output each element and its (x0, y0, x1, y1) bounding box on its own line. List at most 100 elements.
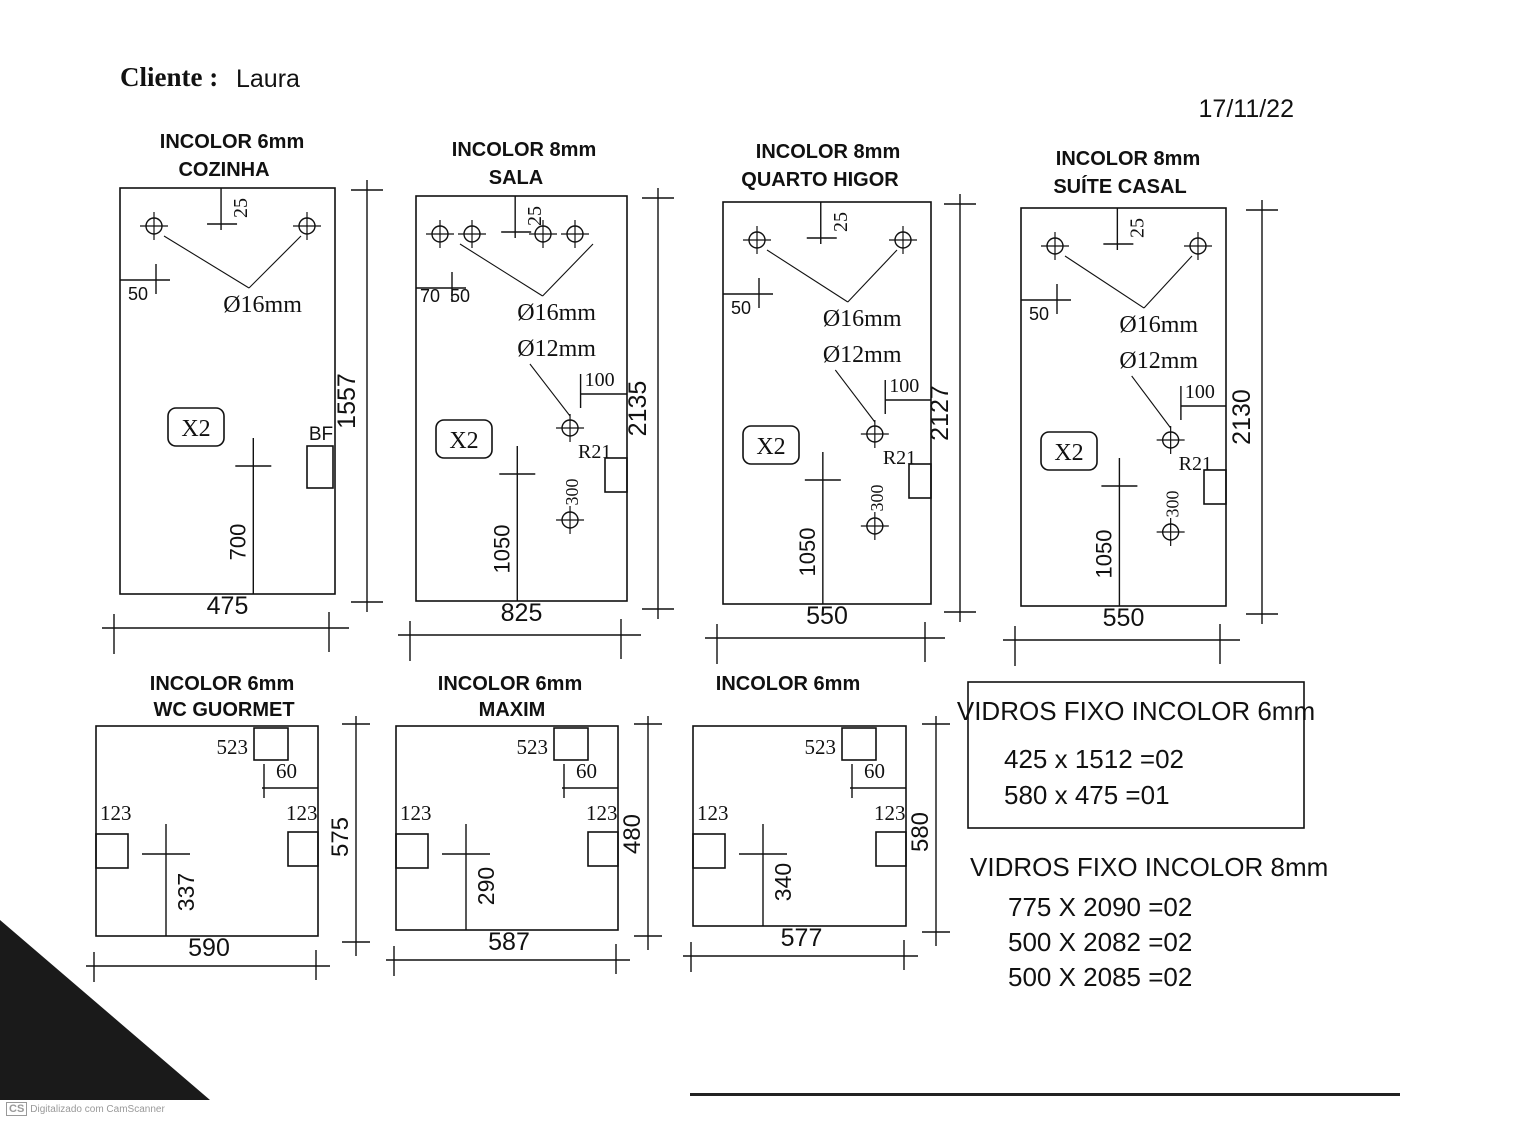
door-2-handle-offset: 100 (585, 369, 615, 391)
fixed-6mm-box (967, 681, 1305, 829)
door-1-width: 475 (207, 592, 249, 620)
door-3-side-offset: 50 (731, 298, 751, 318)
fixed-panel-2-glass-label: INCOLOR 6mm (438, 673, 582, 695)
door-1-leader-left (163, 235, 250, 289)
door-2-hole-dia-1: Ø16mm (517, 300, 596, 326)
door-2-corner-radius: R21 (578, 441, 611, 463)
door-4-multiplier-box (1040, 431, 1098, 471)
client-label: Cliente : (120, 62, 218, 92)
fixed-panel-1-left-cutout (95, 833, 129, 869)
door-2-width: 825 (501, 599, 543, 627)
door-4-width: 550 (1103, 604, 1145, 632)
door-2-hole-1 (426, 220, 454, 248)
date-label: 17/11/22 (1199, 95, 1294, 123)
door-1-lock-cutout (306, 445, 334, 489)
door-3-corner-radius: R21 (883, 447, 916, 469)
fixed-panel-1-glass-label: INCOLOR 6mm (150, 673, 294, 695)
fixed-panel-1-right-cutout (287, 831, 319, 867)
door-4-lock-cutout (1203, 469, 1227, 505)
door-2-leader-right (542, 243, 594, 297)
door-2-handle-hole-1 (556, 414, 585, 442)
fixed-panel-2-left-cut: 123 (400, 801, 432, 825)
fixed-panel-3-left-cutout (692, 833, 726, 869)
door-4-leader-left (1064, 255, 1145, 309)
door-4-side-offset: 50 (1029, 304, 1049, 324)
door-2-multiplier: X2 (449, 428, 478, 454)
door-1-hole-2 (293, 212, 321, 240)
door-4-lock-height: 1050 (1091, 530, 1116, 579)
door-1-height: 1557 (333, 373, 361, 429)
fixed-panel-2-top-cut-depth: 60 (576, 759, 597, 783)
door-1-room-label: COZINHA (178, 159, 269, 181)
door-3-leader-right (847, 249, 898, 303)
door-3-hole-2 (889, 226, 917, 254)
door-4-handle-offset: 100 (1185, 381, 1215, 403)
door-2-lock-cutout (604, 457, 628, 493)
door-2-side-offset: 50 (450, 286, 470, 306)
door-2-lock-height: 1050 (489, 525, 514, 574)
fixed-panel-3-glass-label: INCOLOR 6mm (716, 673, 860, 695)
fixed-panel-3-width: 577 (781, 924, 823, 952)
door-2-room-label: SALA (489, 167, 543, 189)
fixed-panel-1-top-cutout (253, 727, 289, 761)
door-2-top-offset: 25 (524, 206, 546, 226)
fixed-panel-2-center-height: 290 (473, 867, 499, 905)
fixed-panel-2-room-label: MAXIM (479, 699, 546, 721)
door-4-hole-dia-2: Ø12mm (1119, 348, 1198, 374)
door-4-hole-2 (1184, 232, 1212, 260)
fixed-panel-3-left-cut: 123 (697, 801, 729, 825)
door-4-handle-hole-2 (1156, 518, 1185, 546)
door-2-hole-4 (561, 220, 589, 248)
fixed-8mm-title: VIDROS FIXO INCOLOR 8mm (970, 852, 1328, 882)
door-1-leader-right (248, 235, 302, 289)
fixed-panel-3-right-cut: 123 (874, 801, 906, 825)
door-2-side-offset-2: 70 (420, 286, 440, 306)
fixed-panel-2-top-cutout (553, 727, 589, 761)
fixed-8mm-item: 500 X 2082 =02 (1008, 927, 1192, 957)
door-4-height: 2130 (1228, 389, 1256, 445)
fixed-panel-2-width: 587 (488, 928, 530, 956)
door-3-handle-spacing: 300 (867, 485, 887, 512)
fixed-panel-1-top-cut: 523 (217, 735, 249, 759)
door-3-multiplier-box (742, 425, 800, 465)
door-2-hole-2 (458, 220, 486, 248)
door-4-multiplier: X2 (1054, 440, 1083, 466)
door-4-leader-right (1143, 255, 1193, 309)
door-3-hole-dia-1: Ø16mm (823, 306, 902, 332)
door-3-leader-handle (834, 369, 876, 423)
fixed-panel-2-right-cutout (587, 831, 619, 867)
fixed-panel-1-top-cut-depth: 60 (276, 759, 297, 783)
camscanner-logo-icon: CS (6, 1102, 28, 1116)
door-1-cutout-label: BF (309, 424, 333, 445)
door-3-width: 550 (806, 602, 848, 630)
door-1-multiplier: X2 (181, 416, 210, 442)
door-1-top-offset: 25 (230, 198, 252, 218)
scan-shadow (0, 920, 210, 1100)
door-1-hole-1 (140, 212, 168, 240)
door-4-glass-label: INCOLOR 8mm (1056, 148, 1200, 170)
door-3-top-offset: 25 (830, 212, 852, 232)
fixed-panel-3-top-cut: 523 (805, 735, 837, 759)
door-1-side-offset: 50 (128, 284, 148, 304)
fixed-panel-3-right-cutout (875, 831, 907, 867)
door-4-top-offset: 25 (1126, 218, 1148, 238)
door-3-height: 2127 (926, 385, 954, 441)
door-3-leader-left (766, 249, 849, 303)
door-2-leader-left (459, 243, 543, 297)
door-2-handle-spacing: 300 (562, 479, 582, 506)
door-3-lock-cutout (908, 463, 932, 499)
door-1-lock-height: 700 (225, 524, 250, 561)
scan-edge-line (690, 1093, 1400, 1096)
client-name: Laura (236, 65, 300, 93)
door-1-glass-label: INCOLOR 6mm (160, 131, 304, 153)
door-4-handle-hole-1 (1156, 426, 1185, 454)
fixed-panel-3-outline (692, 725, 907, 927)
fixed-panel-3-height: 580 (907, 812, 934, 852)
door-3-handle-hole-2 (860, 512, 889, 540)
fixed-panel-2-left-cutout (395, 833, 429, 869)
door-3-room-label: QUARTO HIGOR (741, 169, 899, 191)
fixed-6mm-title: VIDROS FIXO INCOLOR 6mm (957, 696, 1315, 726)
fixed-panel-1-room-label: WC GUORMET (153, 699, 294, 721)
